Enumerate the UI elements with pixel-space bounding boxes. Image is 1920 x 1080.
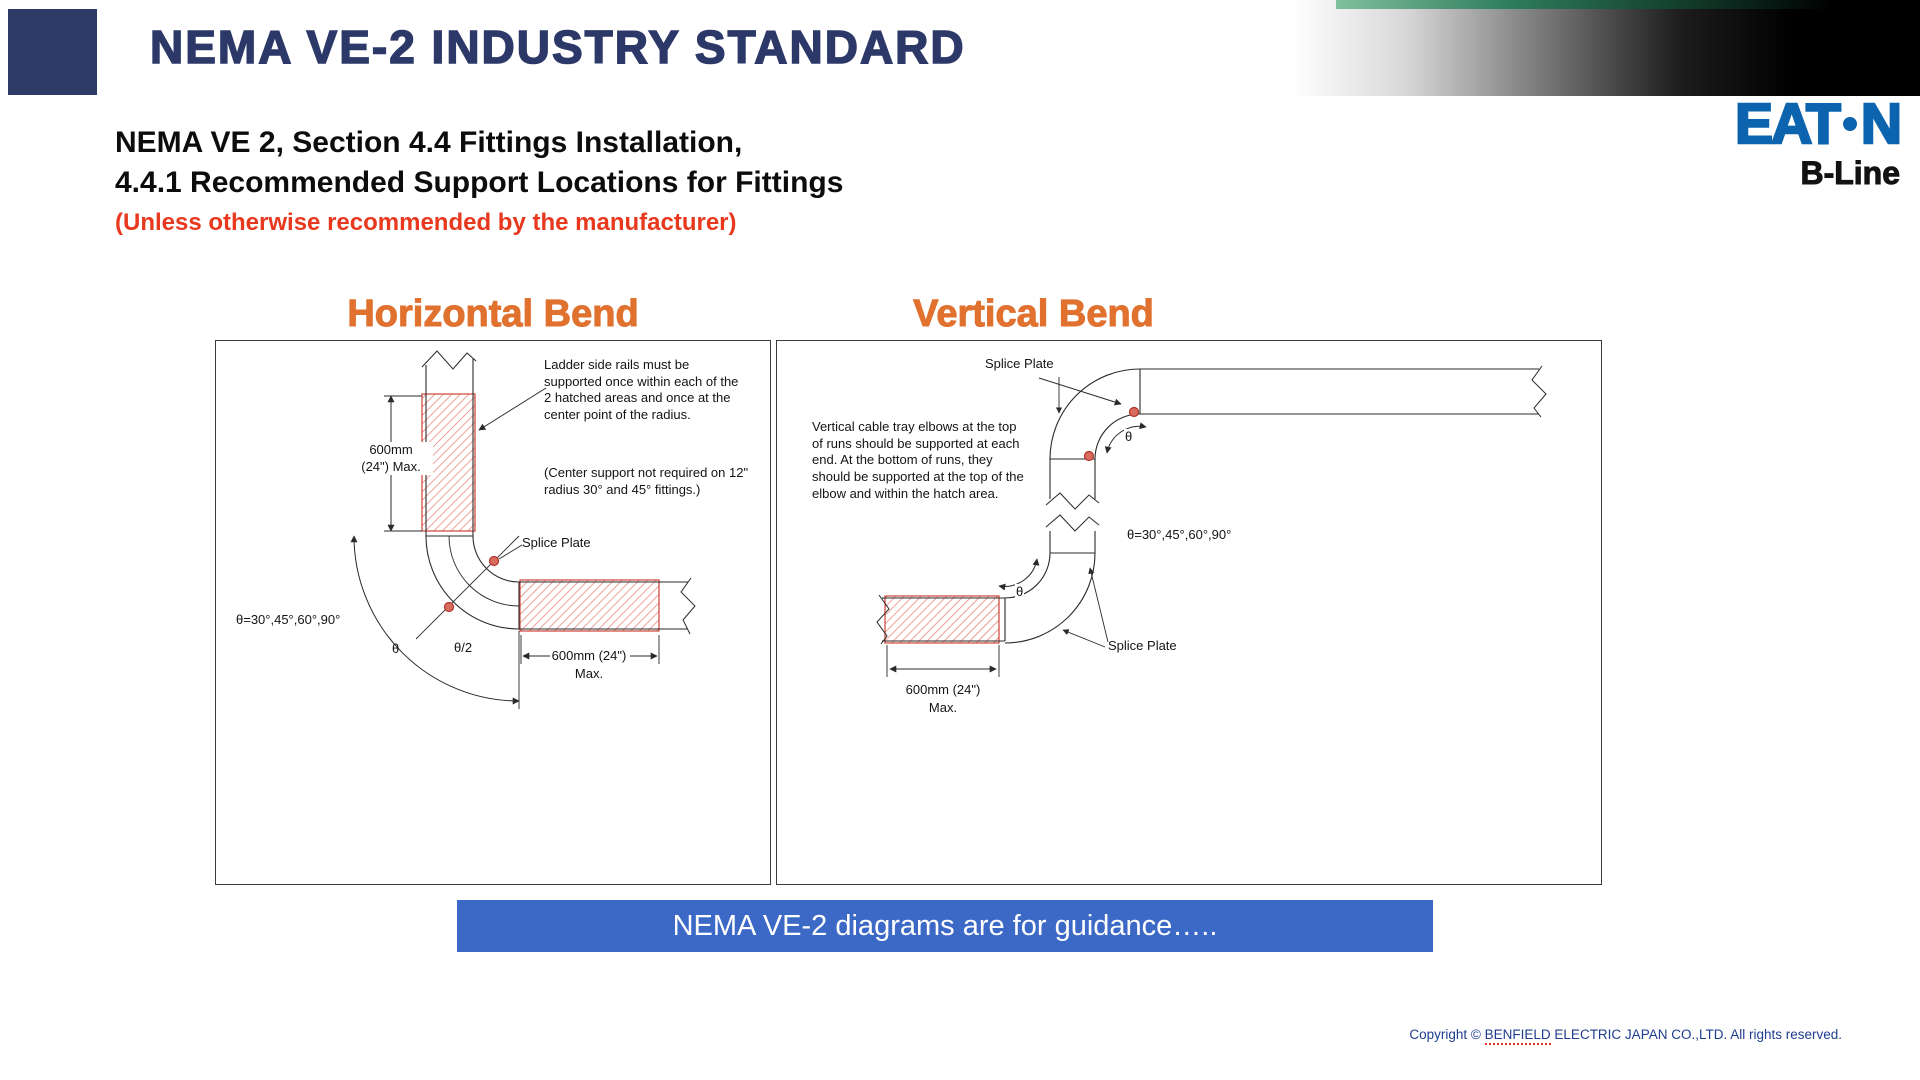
horizontal-dimension-max: Max. [574,666,604,681]
eaton-logo-dot [1842,116,1857,131]
navy-accent-square [8,9,97,95]
intro-block: NEMA VE 2, Section 4.4 Fittings Installa… [115,123,843,237]
copyright-suffix: ELECTRIC JAPAN CO.,LTD. All rights reser… [1550,1027,1842,1042]
theta-label-top: θ [1124,429,1134,446]
copyright-benfield: BENFIELD [1484,1027,1551,1045]
splice-plate-dots [443,555,500,613]
hatched-support-area [884,595,1000,644]
angle-annotations [350,535,520,709]
horizontal-bend-drawing [350,350,696,709]
copyright: Copyright © BENFIELD ELECTRIC JAPAN CO.,… [1409,1027,1842,1045]
leader-arrows [1038,377,1122,648]
vertical-dimension-label: 600mm (24") Max. [349,442,433,476]
center-support-note: (Center support not required on 12" radi… [544,465,749,497]
vertical-bend-note: Vertical cable tray elbows at the top of… [812,419,1024,501]
vertical-bend-drawing [876,365,1547,677]
theta-half-label: θ/2 [452,640,475,657]
theta-label-bottom: θ [1015,584,1025,601]
page-title: NEMA VE-2 INDUSTRY STANDARD [149,20,966,74]
horizontal-dimension-value: 600mm (24") [551,648,627,663]
guidance-banner-text: NEMA VE-2 diagrams are for guidance….. [672,910,1218,942]
ladder-note: Ladder side rails must be supported once… [544,357,739,422]
angle-arrows [998,422,1147,591]
cable-tray-outline [876,365,1547,645]
horizontal-bend-panel: Ladder side rails must be supported once… [215,340,771,885]
horizontal-dimension [520,635,660,664]
splice-plate-dots [1083,406,1140,462]
eaton-letters-right: N [1860,92,1904,156]
splice-plate-label: Splice Plate [522,535,591,550]
theta-label: θ [392,641,400,656]
theta-values-label: θ=30°,45°,60°,90° [1127,527,1232,542]
eaton-wordmark: EAT N [1660,94,1903,154]
leader-arrows [478,387,547,560]
bottom-dimension-value: 600mm (24") [905,682,981,697]
intro-note: (Unless otherwise recommended by the man… [115,209,737,236]
header-gradient-bar [1292,0,1920,96]
copyright-prefix: Copyright © [1409,1027,1485,1042]
vertical-bend-panel: Vertical cable tray elbows at the top of… [776,340,1602,885]
bline-subbrand: B-Line [1800,155,1901,192]
intro-line-1: NEMA VE 2, Section 4.4 Fittings Installa… [115,126,743,159]
header-green-strip [1336,0,1920,9]
vertical-dimension-value: 600mm [369,442,413,457]
vertical-dimension-max: (24") Max. [361,458,421,474]
bottom-dimension [886,645,1000,677]
guidance-banner: NEMA VE-2 diagrams are for guidance….. [457,900,1433,952]
vertical-bend-title: Vertical Bend [913,293,1155,336]
eaton-letters-left: EAT [1734,92,1842,156]
theta-values-label: θ=30°,45°,60°,90° [236,612,341,627]
splice-plate-label-top: Splice Plate [985,356,1054,371]
bottom-dimension-max: Max. [928,700,958,715]
intro-line-2: 4.4.1 Recommended Support Locations for … [115,166,844,199]
eaton-logo: EAT N B-Line [1660,94,1910,192]
horizontal-bend-title: Horizontal Bend [347,293,639,336]
splice-plate-label-bottom: Splice Plate [1108,638,1177,653]
hatched-support-areas [421,393,660,632]
